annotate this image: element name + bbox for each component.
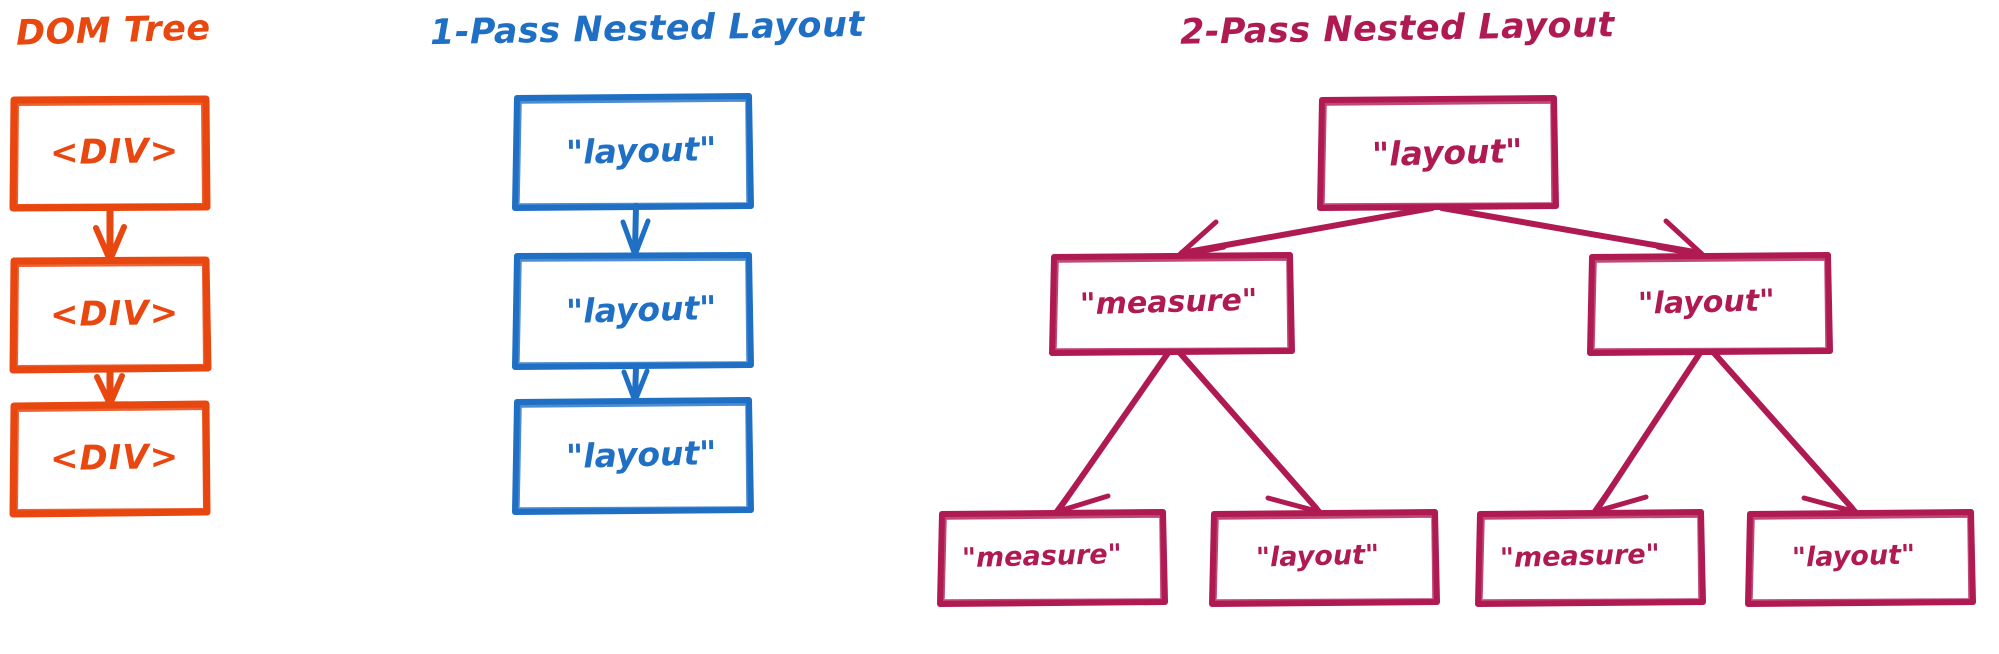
one-node-3-shape[interactable] bbox=[512, 397, 754, 515]
panel-title-dom-tree: DOM Tree bbox=[15, 8, 212, 54]
two-leaf-4-shape[interactable] bbox=[1745, 509, 1976, 607]
two-leaf-2-shape[interactable] bbox=[1209, 509, 1440, 607]
dom-tree-group bbox=[9, 95, 212, 518]
dom-node-2-shape[interactable] bbox=[9, 256, 212, 374]
two-leaf-3-shape[interactable] bbox=[1475, 509, 1706, 607]
two-mid-right-shape[interactable] bbox=[1587, 252, 1833, 356]
one-edge-1-2-arrow bbox=[620, 203, 651, 258]
panel-title-one-pass: 1-Pass Nested Layout bbox=[429, 4, 866, 54]
dom-node-3-shape[interactable] bbox=[9, 400, 211, 518]
two-edge-root-midleft-arrow bbox=[1175, 205, 1435, 259]
one-node-1-shape[interactable] bbox=[512, 93, 754, 211]
two-edge-midright-leaf4-arrow bbox=[1711, 350, 1859, 515]
two-mid-left-shape[interactable] bbox=[1049, 252, 1295, 356]
dom-edge-2-3-arrow bbox=[94, 366, 125, 407]
dom-edge-1-2-arrow bbox=[93, 204, 127, 263]
two-edge-midleft-leaf1-arrow bbox=[1053, 350, 1171, 515]
one-edge-2-3-arrow bbox=[621, 364, 650, 404]
two-edge-midleft-leaf2-arrow bbox=[1177, 350, 1323, 515]
panel-title-two-pass: 2-Pass Nested Layout bbox=[1179, 5, 1615, 53]
one-pass-group bbox=[512, 93, 754, 515]
dom-node-1-shape[interactable] bbox=[9, 95, 211, 212]
two-edge-root-midright-arrow bbox=[1439, 205, 1707, 259]
two-edge-midright-leaf3-arrow bbox=[1591, 350, 1703, 515]
two-root-shape[interactable] bbox=[1317, 95, 1559, 211]
two-pass-group bbox=[937, 95, 1976, 607]
one-node-2-shape[interactable] bbox=[512, 252, 754, 370]
two-leaf-1-shape[interactable] bbox=[937, 509, 1168, 607]
